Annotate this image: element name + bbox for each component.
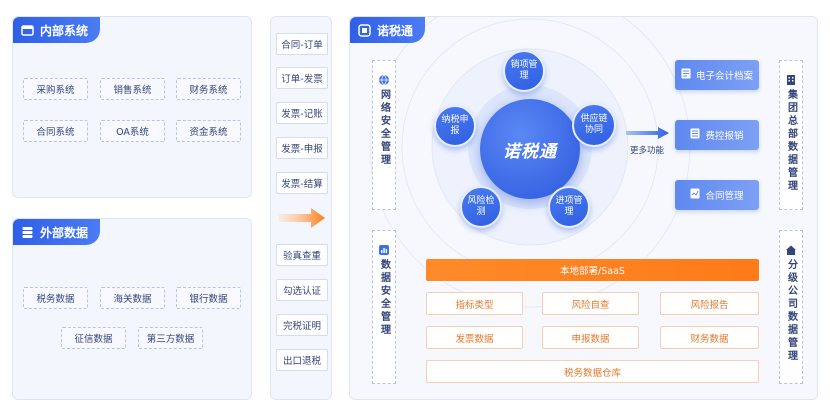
document-icon (681, 68, 691, 82)
internal-systems-panel: 内部系统 采购系统 销售系统 财务系统 合同系统 OA系统 资金系统 (12, 16, 252, 198)
flow-item: 勾选认证 (276, 279, 328, 301)
external-item: 银行数据 (176, 287, 241, 309)
internal-item: 销售系统 (100, 78, 165, 100)
group-hq-label: 集团总部数据管理 (785, 89, 797, 193)
internal-item: OA系统 (100, 120, 165, 142)
flow-item: 发票-记账 (276, 102, 328, 124)
arrow-right-icon (277, 207, 327, 229)
contract-icon (690, 188, 700, 202)
flow-item: 验真查重 (276, 244, 328, 266)
flow-column: 合同-订单 订单-发票 发票-记账 发票-申报 发票-结算 验真查重 勾选认证 … (270, 16, 332, 400)
flow-item: 发票-申报 (276, 137, 328, 159)
data-security-label: 数据安全管理 (378, 259, 390, 337)
logo-icon (356, 22, 372, 38)
data-security-column: 数据安全管理 (372, 230, 396, 384)
network-security-label: 网络安全管理 (378, 89, 390, 167)
window-icon (19, 22, 35, 38)
center-core: 诺税通 (480, 99, 580, 199)
chart-icon (378, 241, 390, 255)
group-hq-column: 集团总部数据管理 (779, 60, 803, 210)
grid-item: 财务数据 (660, 326, 759, 349)
external-item: 征信数据 (61, 327, 126, 349)
external-data-header: 外部数据 (13, 219, 101, 245)
external-data-panel: 外部数据 税务数据 海关数据 银行数据 征信数据 第三方数据 (12, 218, 252, 400)
internal-item: 采购系统 (23, 78, 88, 100)
grid-item: 指标类型 (426, 292, 523, 315)
internal-item: 资金系统 (176, 120, 241, 142)
network-security-column: 网络安全管理 (372, 60, 396, 210)
building-icon (785, 71, 797, 85)
branch-label: 分级公司数据管理 (785, 259, 797, 363)
internal-systems-header: 内部系统 (13, 17, 101, 43)
node-risk: 风险检测 (460, 186, 502, 228)
node-supply-chain: 供应链协同 (572, 103, 616, 147)
external-item: 第三方数据 (138, 327, 203, 349)
flow-item: 合同-订单 (276, 33, 328, 55)
node-tax-filing: 纳税申报 (434, 105, 476, 147)
internal-item: 合同系统 (23, 120, 88, 142)
globe-icon (378, 71, 390, 86)
node-purchase: 进项管理 (548, 186, 590, 228)
deploy-bar: 本地部署/SaaS (426, 259, 759, 281)
archive-button[interactable]: 电子会计档案 (675, 60, 759, 90)
branch-column: 分级公司数据管理 (779, 230, 803, 384)
internal-item: 财务系统 (176, 78, 241, 100)
receipt-icon (690, 128, 700, 142)
grid-item: 风险报告 (660, 292, 759, 315)
flow-item: 订单-发票 (276, 67, 328, 89)
external-item: 税务数据 (23, 287, 88, 309)
main-header: 诺税通 (350, 17, 426, 43)
more-arrow-icon (626, 125, 670, 139)
tax-warehouse: 税务数据仓库 (426, 360, 759, 383)
external-data-title: 外部数据 (40, 225, 89, 240)
external-item: 海关数据 (100, 287, 165, 309)
grid-item: 申报数据 (542, 326, 639, 349)
more-label: 更多功能 (630, 146, 665, 156)
flow-item: 完税证明 (276, 314, 328, 336)
home-icon (785, 241, 797, 255)
flow-item: 出口退税 (276, 349, 328, 371)
contract-button[interactable]: 合同管理 (675, 180, 759, 210)
database-icon (19, 224, 35, 240)
center-label: 诺税通 (503, 141, 557, 162)
grid-item: 风险自查 (542, 292, 639, 315)
node-sales: 销项管理 (503, 50, 545, 92)
grid-item: 发票数据 (426, 326, 523, 349)
internal-systems-title: 内部系统 (40, 23, 89, 38)
main-title: 诺税通 (377, 23, 414, 38)
flow-item: 发票-结算 (276, 172, 328, 194)
expense-button[interactable]: 费控报销 (675, 120, 759, 150)
